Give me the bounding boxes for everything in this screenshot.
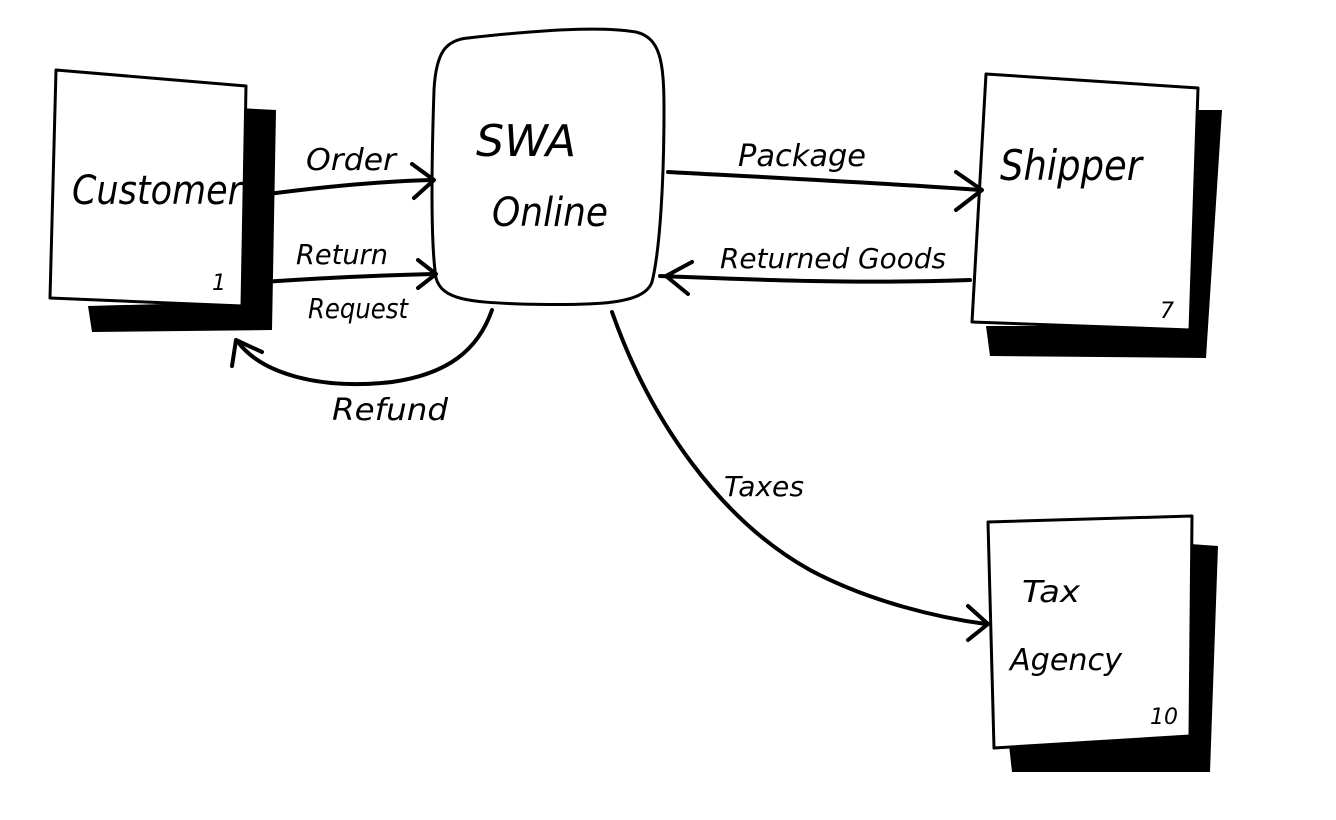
swa-online-process: SWA Online xyxy=(430,27,666,307)
tax-agency-entity: Tax Agency 10 xyxy=(986,514,1218,772)
package-flow-line xyxy=(666,170,982,192)
taxes-flow-line xyxy=(610,310,988,626)
flow-taxes: Taxes xyxy=(610,310,990,642)
order-flow-line xyxy=(266,178,434,196)
customer-entity: Customer 1 xyxy=(48,68,276,332)
return-request-flow-label-line-2: Request xyxy=(308,292,409,325)
flow-return-request: Return Request xyxy=(260,238,438,325)
taxes-flow-label: Taxes xyxy=(724,470,804,503)
customer-entity-box xyxy=(48,68,248,308)
tax-agency-entity-number: 10 xyxy=(1150,705,1178,730)
returned-goods-flow-arrowhead xyxy=(664,260,694,296)
tax-agency-entity-box xyxy=(986,514,1194,750)
returned-goods-flow-label: Returned Goods xyxy=(720,242,946,275)
package-flow-label: Package xyxy=(738,139,866,174)
returned-goods-flow-line xyxy=(658,274,972,284)
flow-order: Order xyxy=(266,143,436,200)
tax-agency-entity-shadow xyxy=(1008,544,1218,772)
flow-package: Package xyxy=(666,139,984,212)
return-request-flow-arrowhead xyxy=(416,258,438,290)
shipper-entity-box xyxy=(970,72,1200,332)
tax-agency-line-1: Tax xyxy=(1022,575,1080,610)
order-flow-arrowhead xyxy=(410,162,436,200)
swa-online-line-2: Online xyxy=(492,190,608,236)
refund-flow-label: Refund xyxy=(332,393,449,428)
swa-online-process-box xyxy=(430,27,666,307)
package-flow-arrowhead xyxy=(954,170,984,212)
shipper-label: Shipper xyxy=(1000,141,1144,190)
customer-entity-number: 1 xyxy=(212,271,226,296)
flow-refund: Refund xyxy=(230,308,494,428)
flow-returned-goods: Returned Goods xyxy=(658,242,972,296)
taxes-flow-arrowhead xyxy=(966,604,990,642)
customer-label: Customer xyxy=(72,168,244,214)
shipper-entity-number: 7 xyxy=(1160,299,1174,324)
order-flow-label: Order xyxy=(306,143,398,178)
shipper-entity: Shipper 7 xyxy=(970,72,1222,358)
swa-online-line-1: SWA xyxy=(476,116,576,167)
return-request-flow-line xyxy=(260,272,436,284)
tax-agency-line-2: Agency xyxy=(1008,643,1123,678)
shipper-entity-shadow xyxy=(986,110,1222,358)
refund-flow-arrowhead xyxy=(230,338,264,368)
refund-flow-line xyxy=(236,308,494,386)
return-request-flow-label-line-1: Return xyxy=(296,238,388,271)
